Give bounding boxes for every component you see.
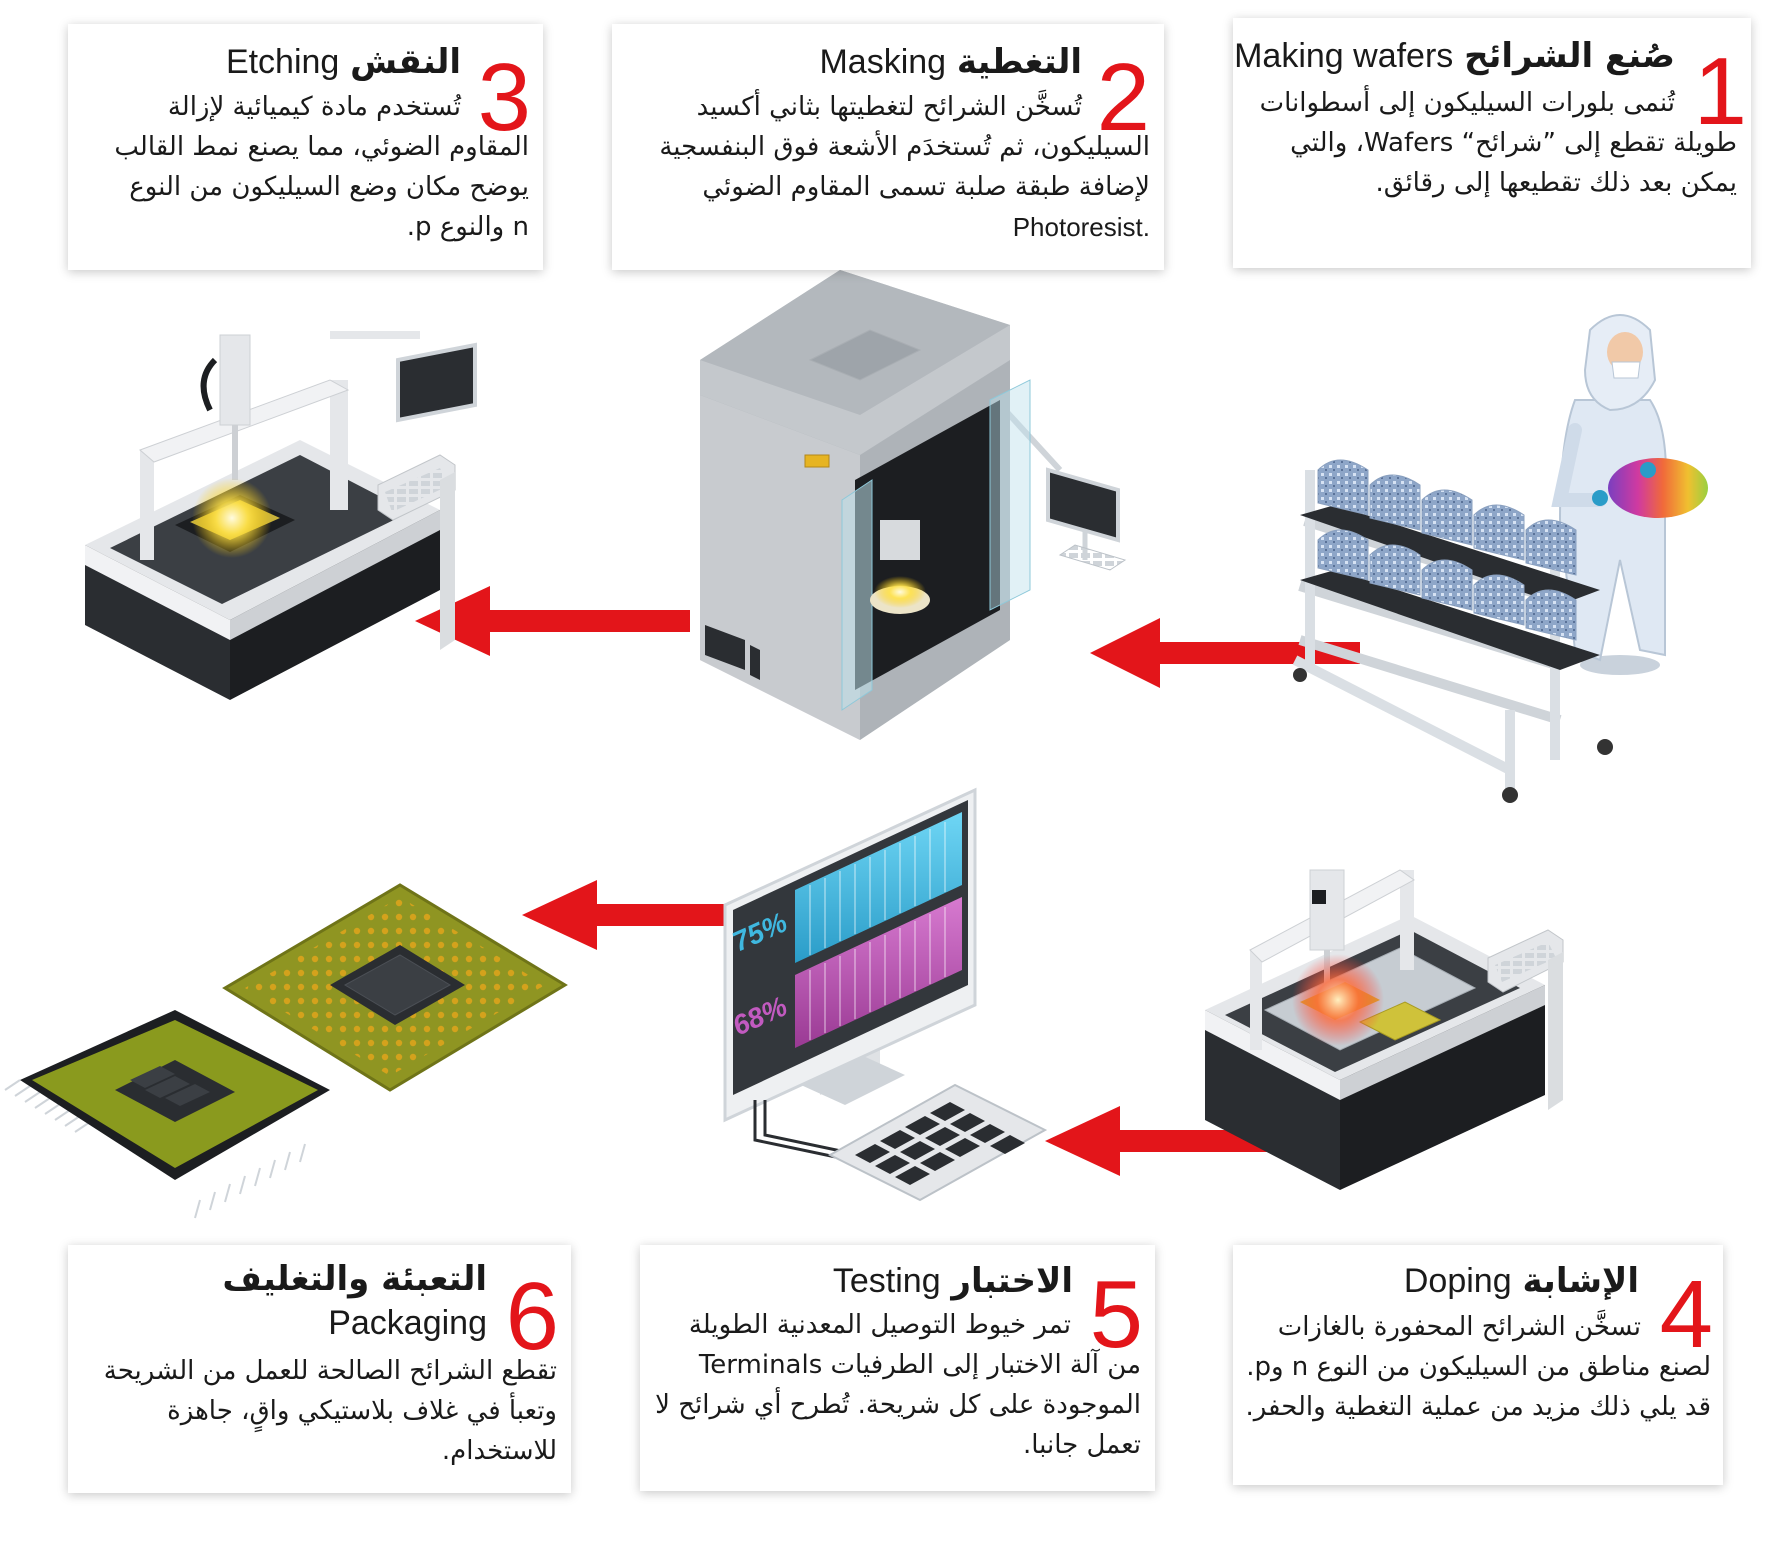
step-title-en: Doping (1403, 1262, 1512, 1300)
step-number: 1 (1693, 38, 1747, 145)
doping-machine-illustration (1205, 869, 1564, 1190)
step-title-ar: صُنع الشرائح (1464, 36, 1675, 76)
step-description: تقطع الشرائح الصالحة للعمل من الشريحة وت… (103, 1356, 557, 1466)
step-title-ar: النقش (350, 42, 461, 82)
step-description: تسخَّن الشرائح المحفورة بالغازات لصنع من… (1245, 1312, 1711, 1422)
step-description: تُستخدم مادة كيميائية لإزالة المقاوم الض… (114, 92, 529, 242)
step-title: النقش Etching (226, 42, 461, 82)
step-title: الاختبار Testing (833, 1261, 1073, 1301)
masking-machine-illustration (700, 270, 1127, 740)
step-title-ar: الاختبار (951, 1261, 1073, 1301)
arrow-masking-to-etching (415, 586, 690, 656)
step-card-packaging: 6 التعبئة والتغليف Packaging تقطع الشرائ… (68, 1245, 571, 1493)
step-title-ar: الإشابة (1522, 1261, 1639, 1301)
step-title-en: Testing (832, 1262, 941, 1300)
step-number: 6 (505, 1263, 559, 1370)
step-number: 4 (1659, 1261, 1713, 1368)
step-title-en: Masking (819, 43, 947, 81)
step-title: الإشابة Doping (1404, 1261, 1639, 1301)
step-number: 5 (1089, 1261, 1143, 1368)
packaged-chips-illustration (4, 883, 568, 1219)
etching-machine-illustration (85, 331, 477, 700)
step-card-doping: 4 الإشابة Doping تسخَّن الشرائح المحفورة… (1233, 1245, 1723, 1485)
step-description: تُنمى بلورات السيليكون إلى أسطوانات طويل… (1259, 88, 1737, 198)
step-title: التغطية Masking (819, 42, 1082, 82)
testing-station-illustration: 75% 68% (723, 787, 1048, 1202)
arrow-testing-to-packaging (522, 880, 760, 950)
step-title-en: Making wafers (1234, 37, 1454, 75)
step-title-en: Packaging (328, 1304, 487, 1342)
step-title-ar: التعبئة والتغليف (222, 1259, 487, 1299)
step-number: 2 (1096, 44, 1150, 151)
step-title-ar: التغطية (956, 42, 1082, 82)
step-card-testing: 5 الاختبار Testing تمر خيوط التوصيل المع… (640, 1245, 1155, 1491)
step-card-masking: 2 التغطية Masking تُسخَّن الشرائح لتغطيت… (612, 24, 1164, 270)
wafer-disc (1608, 458, 1708, 518)
step-card-making-wafers: 1 صُنع الشرائح Making wafers تُنمى بلورا… (1233, 18, 1751, 268)
wafer-rack-illustration (1292, 314, 1708, 803)
step-description: تُسخَّن الشرائح لتغطيتها بثاني أكسيد الس… (659, 92, 1150, 242)
step-title: صُنع الشرائح Making wafers (1234, 36, 1675, 76)
step-description: تمر خيوط التوصيل المعدنية الطويلة من آلة… (655, 1310, 1141, 1460)
step-title-en: Etching (225, 43, 340, 81)
step-number: 3 (477, 44, 531, 151)
step-card-etching: 3 النقش Etching تُستخدم مادة كيميائية لإ… (68, 24, 543, 270)
